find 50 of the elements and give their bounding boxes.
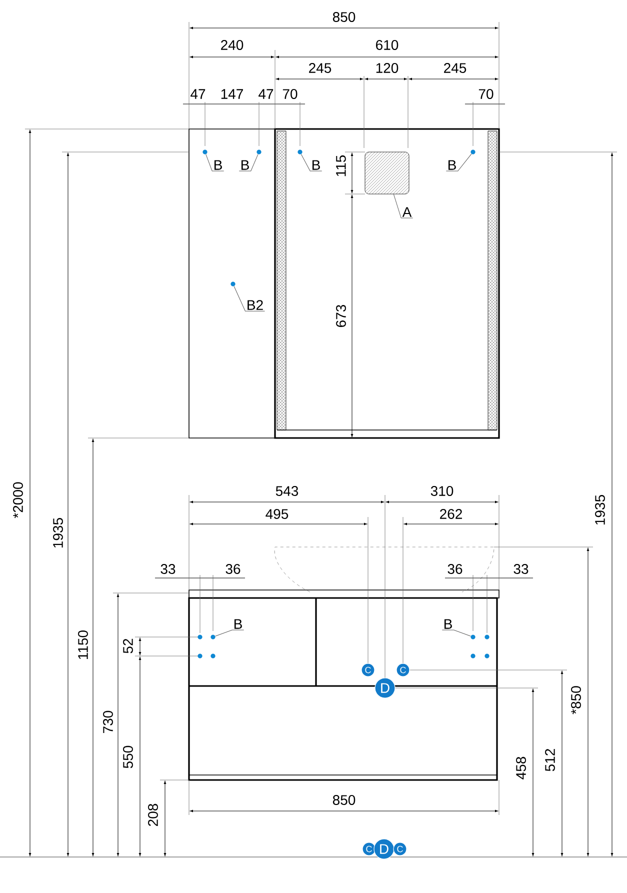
hatched-cutout <box>364 152 410 194</box>
dimension-label: 1935 <box>53 518 63 548</box>
dimension-label: 208 <box>148 804 158 826</box>
callout-letter: B <box>444 619 452 629</box>
dimension-label: 36 <box>226 564 240 574</box>
dimension-label: *2000 <box>13 482 23 518</box>
dimension-label: 850 <box>332 12 356 22</box>
leader-line <box>300 154 322 172</box>
dimension-label: 47 <box>258 89 274 99</box>
dimension-label: 120 <box>376 63 398 73</box>
leader-line <box>238 154 258 172</box>
dimension-label: 115 <box>336 155 346 176</box>
leader-line <box>393 194 414 218</box>
leader-line <box>442 630 471 636</box>
dimension-label: 1935 <box>595 495 605 524</box>
dimension-label: 495 <box>266 509 288 519</box>
dimension-label: 52 <box>123 638 133 654</box>
leader-line <box>234 286 266 312</box>
dimension-label: 512 <box>545 749 555 772</box>
callout-letter: B <box>214 160 222 170</box>
dimension-label: 262 <box>440 509 462 519</box>
dimension-label: 36 <box>448 564 462 574</box>
callout-letter: A <box>402 207 412 217</box>
dimension-label: 245 <box>444 63 466 73</box>
dimension-label: 543 <box>276 486 298 496</box>
dimension-label: 33 <box>514 564 528 574</box>
dimension-label: 47 <box>190 89 206 99</box>
callout-letter: B <box>234 619 242 629</box>
dimension-label: 70 <box>282 89 298 99</box>
dimension-label: 147 <box>221 89 243 99</box>
callout-letter: B <box>448 160 456 170</box>
leader-line <box>446 154 472 172</box>
callout-letter: B2 <box>248 300 263 310</box>
callout-letter: B <box>241 160 249 170</box>
dimension-label: 610 <box>376 40 398 50</box>
dimension-label: 310 <box>430 486 454 496</box>
dimension-label: 730 <box>103 710 113 733</box>
callout-letter: B <box>312 160 320 170</box>
dimension-label: 1150 <box>78 630 88 659</box>
dimension-label: *850 <box>571 686 581 714</box>
dimension-label: 458 <box>516 756 526 780</box>
dimension-label: 550 <box>123 746 133 768</box>
leader-line <box>215 630 244 636</box>
dimension-label: 673 <box>336 304 346 327</box>
dimension-label: 850 <box>332 795 356 805</box>
dimension-label: 70 <box>478 89 494 99</box>
leader-line <box>206 154 224 172</box>
dimension-label: 245 <box>309 63 332 73</box>
dimension-label: 33 <box>160 564 176 574</box>
dimension-label: 240 <box>221 40 244 50</box>
